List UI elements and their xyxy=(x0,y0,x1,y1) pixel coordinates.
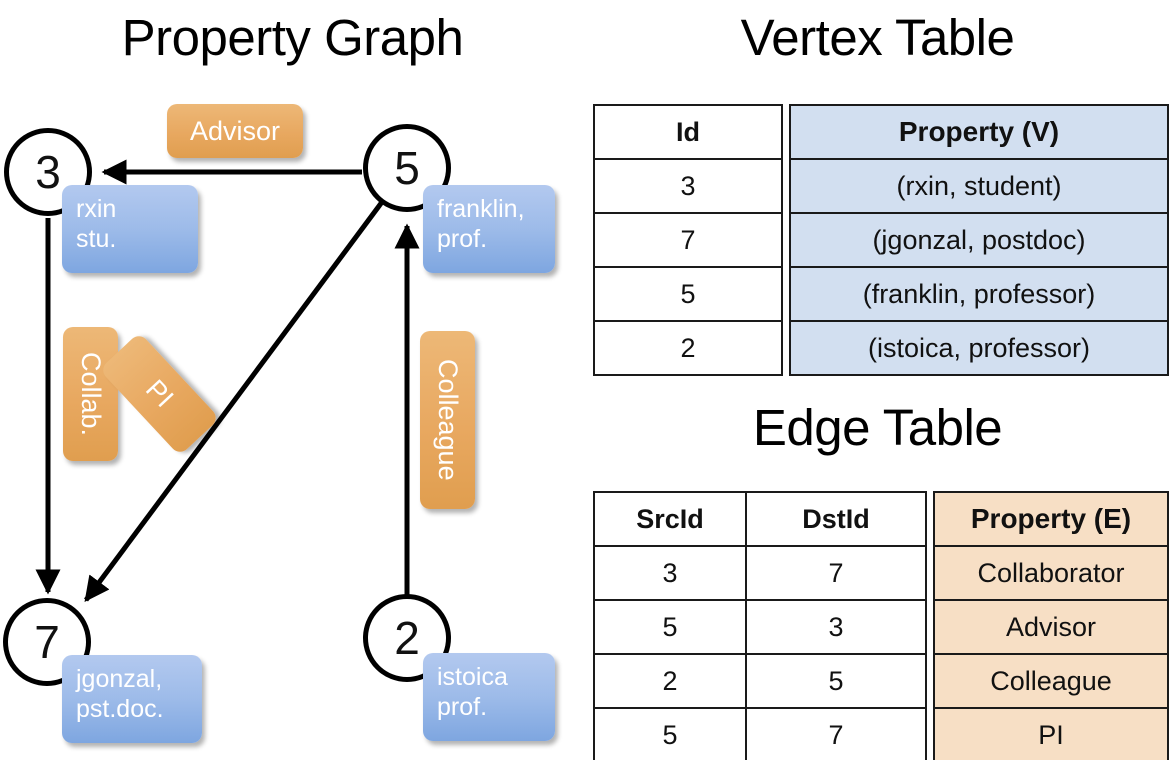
edge-table-gutter xyxy=(926,654,934,708)
edge-row-2-property: Colleague xyxy=(933,653,1169,709)
edge-row-1-property: Advisor xyxy=(933,599,1169,655)
vertex-table-gutter xyxy=(782,159,790,213)
vertex-row-2-property: (franklin, professor) xyxy=(789,266,1169,322)
node-id-7: 7 xyxy=(34,616,60,668)
vertex-table: Id Property (V) 3 (rxin, student) 7 (jgo… xyxy=(593,104,1169,376)
edge-table-gutter xyxy=(926,600,934,654)
graph-edges-svg xyxy=(35,159,420,603)
property-graph-title: Property Graph xyxy=(121,9,464,66)
node-property-box-2: istoica prof. xyxy=(423,653,555,741)
node-id-5: 5 xyxy=(394,142,420,194)
edge-label-pi-text: PI xyxy=(140,374,180,414)
vertex-table-header-row: Id Property (V) xyxy=(593,104,1169,160)
vertex-row-0-id: 3 xyxy=(593,158,783,214)
edge-row-0-dst: 7 xyxy=(745,545,927,601)
vertex-table-gutter xyxy=(782,321,790,375)
node-property-5-line2: prof. xyxy=(437,224,488,253)
node-property-box-3: rxin stu. xyxy=(62,185,198,273)
table-row[interactable]: 2 (istoica, professor) xyxy=(593,320,1169,376)
node-property-3-line2: stu. xyxy=(76,224,117,253)
vertex-table-gutter xyxy=(782,213,790,267)
node-property-box-5: franklin, prof. xyxy=(423,185,555,273)
edge-label-collab-text: Collab. xyxy=(76,351,106,437)
vertex-table-gutter xyxy=(782,267,790,321)
edge-table-gutter xyxy=(926,546,934,600)
table-row[interactable]: 5 3 Advisor xyxy=(593,599,1169,655)
vertex-row-3-id: 2 xyxy=(593,320,783,376)
table-row[interactable]: 5 (franklin, professor) xyxy=(593,266,1169,322)
vertex-table-gutter xyxy=(782,105,790,159)
node-property-2-line1: istoica xyxy=(437,663,508,691)
vertex-row-1-id: 7 xyxy=(593,212,783,268)
node-property-5-line1: franklin, xyxy=(437,195,525,223)
node-property-3-line1: rxin xyxy=(76,195,117,223)
edge-row-0-property: Collaborator xyxy=(933,545,1169,601)
vertex-row-3-property: (istoica, professor) xyxy=(789,320,1169,376)
node-property-7-line2: pst.doc. xyxy=(76,694,164,723)
vertex-row-0-property: (rxin, student) xyxy=(789,158,1169,214)
edge-table-col-property: Property (E) xyxy=(933,491,1169,547)
vertex-row-1-property: (jgonzal, postdoc) xyxy=(789,212,1169,268)
node-property-2-line2: prof. xyxy=(437,692,488,721)
edge-table-gutter xyxy=(926,492,934,546)
edge-row-2-src: 2 xyxy=(593,653,747,709)
edge-table-col-srcid: SrcId xyxy=(593,491,747,547)
edge-label-collab: Collab. xyxy=(63,327,118,461)
vertex-table-col-id: Id xyxy=(593,104,783,160)
node-circle-5[interactable] xyxy=(363,124,451,212)
node-property-7-line1: jgonzal, xyxy=(76,665,163,693)
edge-label-colleague-text: Colleague xyxy=(433,359,463,481)
edge-label-advisor: Advisor xyxy=(167,104,303,158)
edge-table-title: Edge Table xyxy=(752,399,1003,456)
edge-row-2-dst: 5 xyxy=(745,653,927,709)
table-row[interactable]: 2 5 Colleague xyxy=(593,653,1169,709)
edge-row-3-dst: 7 xyxy=(745,707,927,760)
table-row[interactable]: 5 7 PI xyxy=(593,707,1169,760)
edge-label-advisor-text: Advisor xyxy=(189,115,281,146)
edge-row-0-src: 3 xyxy=(593,545,747,601)
vertex-row-2-id: 5 xyxy=(593,266,783,322)
table-row[interactable]: 7 (jgonzal, postdoc) xyxy=(593,212,1169,268)
edge-table: SrcId DstId Property (E) 3 7 Collaborato… xyxy=(593,491,1169,760)
edge-line-pi xyxy=(83,200,385,603)
edge-row-1-src: 5 xyxy=(593,599,747,655)
node-property-box-7: jgonzal, pst.doc. xyxy=(62,655,202,743)
node-id-2: 2 xyxy=(394,612,420,664)
node-circle-2[interactable] xyxy=(363,594,451,682)
edge-table-header-row: SrcId DstId Property (E) xyxy=(593,491,1169,547)
vertex-table-title: Vertex Table xyxy=(740,9,1015,66)
edge-table-gutter xyxy=(926,708,934,760)
vertex-table-col-property: Property (V) xyxy=(789,104,1169,160)
edge-label-colleague: Colleague xyxy=(420,331,475,509)
edge-row-3-src: 5 xyxy=(593,707,747,760)
property-graph-diagram: 3 rxin stu. 5 franklin, prof. 7 jgonzal,… xyxy=(3,104,555,743)
node-id-3: 3 xyxy=(35,146,61,198)
table-row[interactable]: 3 7 Collaborator xyxy=(593,545,1169,601)
edge-row-1-dst: 3 xyxy=(745,599,927,655)
edge-row-3-property: PI xyxy=(933,707,1169,760)
table-row[interactable]: 3 (rxin, student) xyxy=(593,158,1169,214)
edge-table-col-dstid: DstId xyxy=(745,491,927,547)
